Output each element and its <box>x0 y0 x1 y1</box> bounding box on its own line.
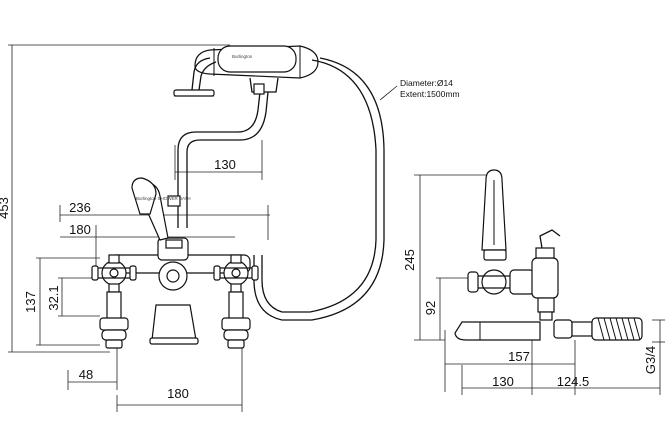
dim-total-height: 245 <box>402 249 417 271</box>
lever-label: Burlington SHOWER BATH <box>136 196 191 201</box>
dim-crosshead-height: 32.1 <box>46 285 61 310</box>
side-view-drawing <box>414 169 665 395</box>
front-mixer-body: Burlington SHOWER BATH <box>91 177 259 349</box>
hose-note: Diameter:Ø14 Extent:1500mm <box>400 78 460 99</box>
handset-brand-label: Burlington <box>232 54 253 59</box>
front-dimension-labels: 453 130 236 180 137 32.1 48 180 <box>0 157 236 401</box>
dim-handset-reach: 236 <box>69 200 91 215</box>
front-handset-assembly: Burlington <box>173 45 398 321</box>
dim-wall-depth: 124.5 <box>557 374 590 389</box>
hose-extent-note: Extent:1500mm <box>400 89 460 99</box>
dim-inlet-centres: 180 <box>167 386 189 401</box>
dim-overall-height: 453 <box>0 197 11 219</box>
left-crosshead <box>91 254 137 293</box>
dim-hose-offset: 130 <box>214 157 236 172</box>
dim-body-to-wall: 130 <box>492 374 514 389</box>
hose-diameter-note: Diameter:Ø14 <box>400 78 453 88</box>
dim-body-height: 137 <box>23 291 38 313</box>
dim-lever-span: 180 <box>69 222 91 237</box>
dim-spout-height: 92 <box>423 301 438 315</box>
dim-thread-size: G3/4 <box>643 346 658 374</box>
front-dimension-lines <box>8 44 270 412</box>
dim-leg-height: 48 <box>79 367 93 382</box>
dim-spout-reach: 157 <box>508 349 530 364</box>
right-crosshead <box>213 254 259 293</box>
side-dimension-labels: 245 92 157 130 124.5 G3/4 <box>402 249 658 389</box>
thread-hatching <box>597 317 641 341</box>
